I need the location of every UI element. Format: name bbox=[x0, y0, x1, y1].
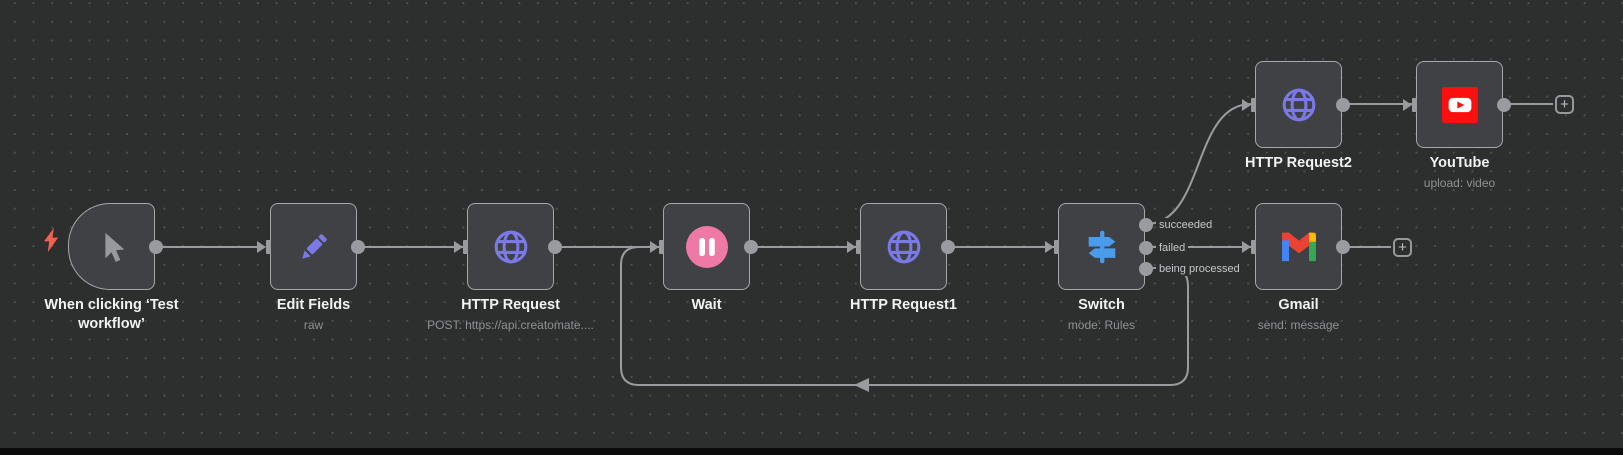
node-edit-fields[interactable]: Edit Fields raw bbox=[257, 203, 365, 332]
bottom-edge-bar bbox=[0, 448, 1623, 455]
globe-icon bbox=[494, 230, 527, 263]
http-request1-input-port bbox=[847, 239, 861, 254]
plus-icon: + bbox=[1398, 238, 1407, 256]
node-http-request1[interactable]: HTTP Request1 bbox=[847, 203, 957, 313]
lightning-bolt-icon bbox=[44, 227, 59, 253]
switch-output-label-succeeded: succeeded bbox=[1156, 218, 1216, 232]
trigger-output-handle[interactable] bbox=[149, 239, 163, 254]
switch-output-failed-handle[interactable] bbox=[1139, 241, 1153, 255]
switch-output-label-failed: failed bbox=[1156, 241, 1189, 255]
http-request2-output-handle[interactable] bbox=[1336, 97, 1350, 112]
pencil-icon bbox=[301, 233, 327, 259]
globe-icon bbox=[1282, 88, 1315, 121]
node-http-request[interactable]: HTTP Request POST: https://api.creatomat… bbox=[427, 203, 594, 332]
switch-output-succeeded-handle[interactable] bbox=[1139, 218, 1153, 232]
wait-input-port bbox=[650, 239, 664, 254]
gmail-icon bbox=[1281, 232, 1316, 262]
wait-output-handle[interactable] bbox=[744, 239, 758, 254]
mouse-cursor-icon bbox=[104, 232, 124, 262]
http-request-input-port bbox=[454, 239, 468, 254]
node-http-request2[interactable]: HTTP Request2 bbox=[1242, 61, 1352, 171]
switch-output-label-beingprocessed: being processed bbox=[1156, 262, 1243, 276]
http-request2-input-port bbox=[1242, 97, 1256, 112]
youtube-output-handle[interactable] bbox=[1497, 97, 1511, 112]
http-request-output-handle[interactable] bbox=[548, 239, 562, 254]
signpost-icon bbox=[1088, 230, 1115, 263]
globe-icon bbox=[887, 230, 920, 263]
add-node-button-youtube[interactable]: + bbox=[1555, 94, 1574, 114]
switch-output-beingprocessed-handle[interactable] bbox=[1139, 262, 1153, 276]
connection-switch-beingprocessed-wait-loop[interactable] bbox=[620, 246, 1189, 386]
node-wait[interactable]: Wait bbox=[650, 203, 758, 313]
pause-icon bbox=[685, 225, 728, 268]
add-node-button-gmail[interactable]: + bbox=[1393, 237, 1412, 257]
youtube-input-port bbox=[1403, 97, 1417, 112]
node-trigger[interactable]: When clicking ‘Test workflow’ bbox=[44, 203, 179, 332]
node-switch[interactable]: succeeded failed being processed Switch … bbox=[1045, 203, 1243, 332]
gmail-input-port bbox=[1242, 239, 1256, 254]
youtube-icon bbox=[1441, 86, 1478, 123]
node-youtube[interactable]: YouTube upload: video bbox=[1403, 61, 1511, 190]
edit-fields-output-handle[interactable] bbox=[351, 239, 365, 254]
switch-input-port bbox=[1045, 239, 1059, 254]
loop-arrowhead bbox=[854, 378, 869, 392]
edit-fields-input-port bbox=[257, 239, 271, 254]
node-gmail[interactable]: Gmail send: message bbox=[1242, 203, 1350, 332]
gmail-output-handle[interactable] bbox=[1336, 239, 1350, 254]
http-request1-output-handle[interactable] bbox=[941, 239, 955, 254]
connection-switch-succeeded-httprequest2[interactable] bbox=[1145, 103, 1252, 225]
plus-icon: + bbox=[1560, 95, 1569, 113]
